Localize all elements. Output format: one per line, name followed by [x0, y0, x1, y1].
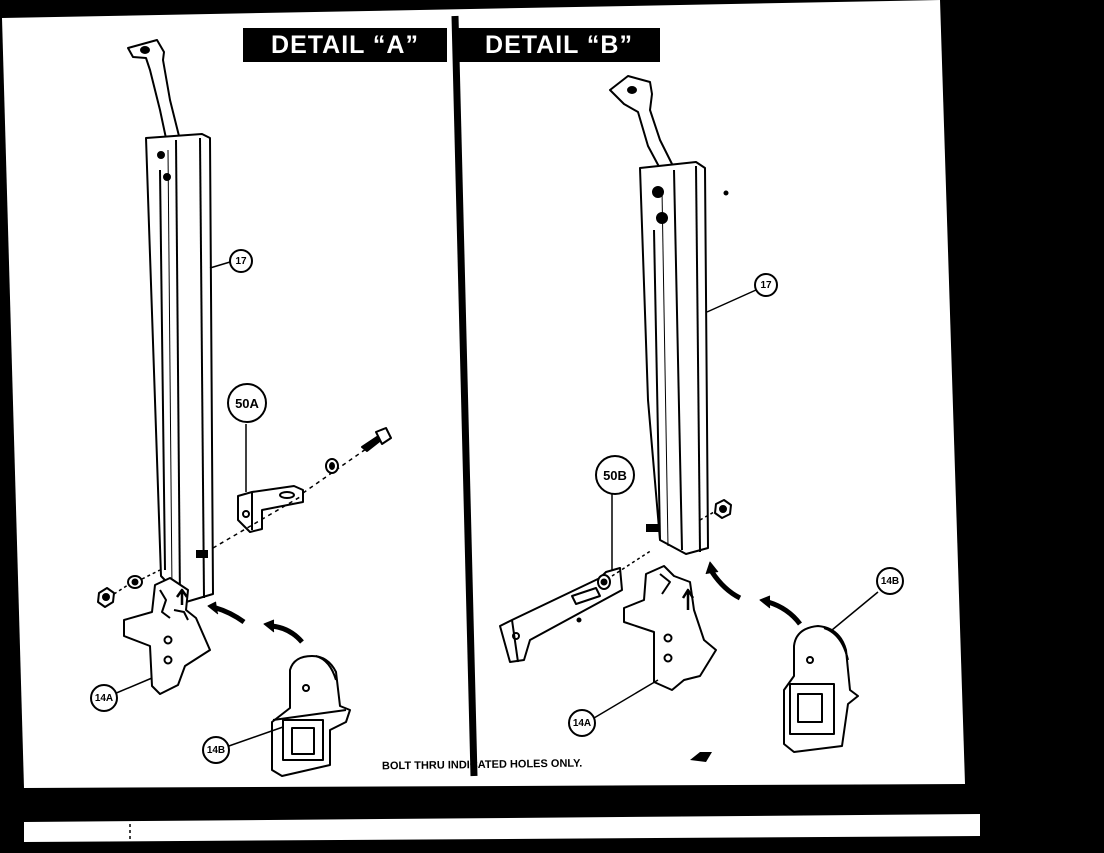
detail-divider	[451, 15, 478, 777]
plate-14a-b	[623, 565, 717, 691]
callout-14b-a: 14B	[202, 736, 230, 764]
callout-14b-b: 14B	[876, 567, 904, 595]
plate-14b-b	[783, 625, 859, 753]
part-number: P/N 991211	[806, 792, 869, 806]
callout-17-b: 17	[754, 273, 778, 297]
detail-b-drawing	[499, 75, 879, 753]
footnote-symbol-icon	[690, 752, 712, 762]
column-17-a	[145, 133, 214, 603]
column-17-b	[639, 161, 709, 555]
callout-14a-b: 14A	[568, 709, 596, 737]
detail-a-drawing	[97, 39, 392, 777]
detail-a-heading: DETAIL “A”	[243, 28, 447, 62]
callout-14a-a: 14A	[90, 684, 118, 712]
callout-50a: 50A	[227, 383, 267, 423]
callout-50b: 50B	[595, 455, 635, 495]
paper-strip	[24, 814, 980, 842]
detail-b-heading: DETAIL “B”	[458, 28, 660, 62]
paper-sheet	[2, 0, 965, 788]
callout-17-a: 17	[229, 249, 253, 273]
page-number: PAGE 1 OF 2	[614, 798, 688, 812]
